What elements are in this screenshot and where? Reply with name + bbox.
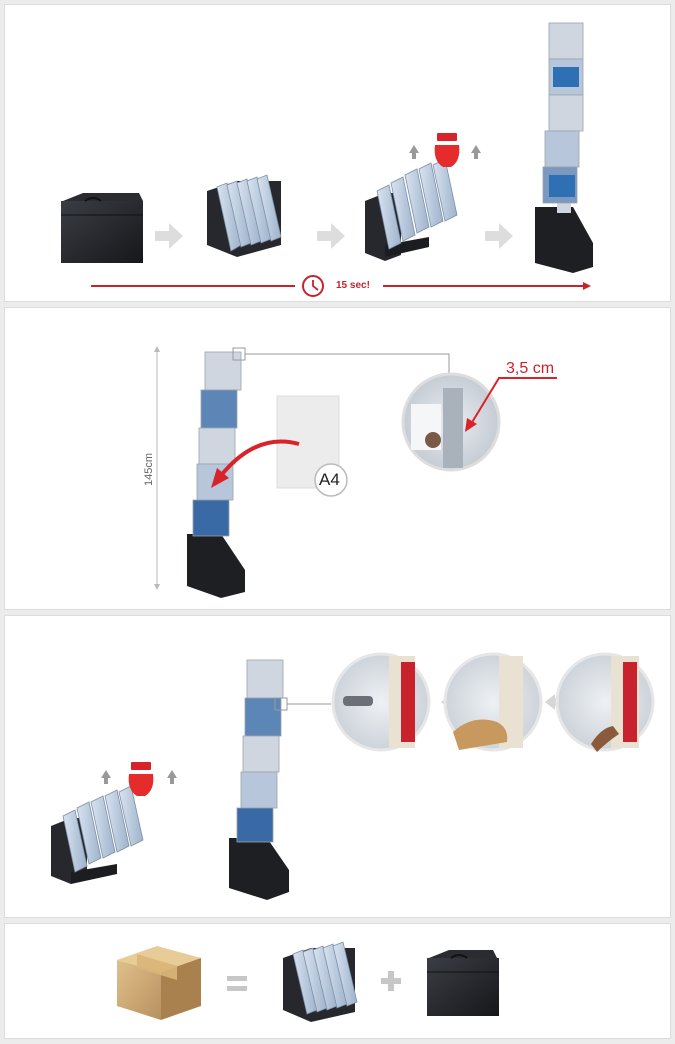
a4-label: A4 <box>319 470 340 489</box>
unfolding-stand-icon <box>51 785 144 884</box>
plus-icon <box>381 971 401 991</box>
arrow-right-icon <box>317 223 345 249</box>
bag-icon <box>61 193 143 263</box>
hand-lift-icon <box>101 762 177 796</box>
zoom-circle-icon <box>401 372 501 472</box>
folded-stand-icon <box>283 941 358 1022</box>
step-fold-panel <box>4 615 671 918</box>
arrow-right-icon <box>155 223 183 249</box>
height-label: 145cm <box>143 452 155 486</box>
zoom-circle-icon <box>331 652 431 752</box>
hand-lift-icon <box>409 133 481 167</box>
height-dimension-line <box>154 346 160 590</box>
bag-icon <box>427 950 499 1016</box>
package-contents-illustration <box>117 941 499 1022</box>
brochure-stand-icon <box>187 351 245 598</box>
zoom-circle-icon <box>555 652 655 752</box>
folded-stand-icon <box>207 174 282 257</box>
arrow-right-icon <box>485 223 513 249</box>
extended-stand-icon <box>535 22 593 273</box>
zoom-circle-icon <box>443 652 543 752</box>
equals-icon <box>227 976 247 991</box>
step-dimensions-panel: 145cm 3,5 cm A4 <box>4 307 671 610</box>
unfold-sequence-illustration <box>61 22 593 297</box>
fold-and-clip-illustration <box>51 652 655 900</box>
a4-badge <box>314 463 348 497</box>
brochure-stand-icon <box>229 659 289 900</box>
step-unfold-panel: 15 sec! <box>4 4 671 302</box>
clock-icon <box>302 275 324 297</box>
unfolding-stand-icon <box>365 158 458 261</box>
cardboard-box-icon <box>117 946 201 1020</box>
timer-label: 15 sec! <box>336 280 370 291</box>
pocket-depth-label: 3,5 cm <box>506 360 555 377</box>
dimensions-illustration <box>154 346 557 598</box>
package-contents-panel <box>4 923 671 1039</box>
